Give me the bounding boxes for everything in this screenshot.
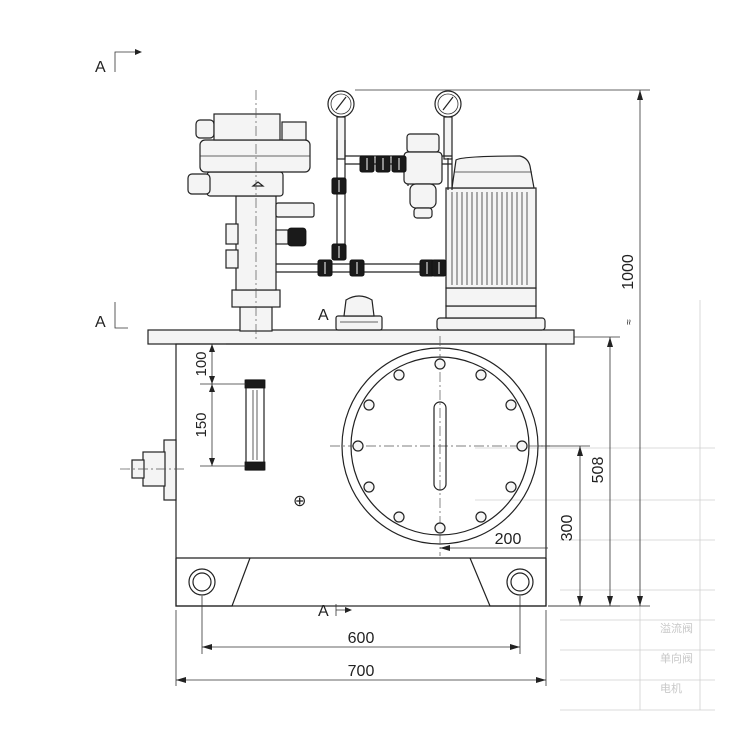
cleanout-flange [330,336,550,556]
dimension-approx-symbol: ≈ [624,319,635,325]
pressure-gauge-left [327,90,355,160]
dimension-sight-glass-top: 100 [193,351,210,376]
section-marker-bottom: A [318,603,352,620]
flange-bolt [393,511,405,523]
foot-bolt-hole-right [506,568,534,596]
tank-foot-left [175,557,251,607]
flange-bolt [393,369,405,381]
valve-stack [187,90,315,340]
flange-bolt [363,481,375,493]
section-letter: A [95,59,106,76]
adjustment-knob-icon [287,227,307,247]
flange-bolt [505,481,517,493]
flange-sight-slot [433,401,447,491]
filler-breather-cap [335,295,383,331]
tank-body [175,343,547,607]
flange-bolt [475,511,487,523]
oil-level-sight-glass [244,379,266,471]
section-letter: A [318,603,329,620]
tank-foot-right [469,557,547,607]
dimension-flange-center-height: 300 [559,515,576,542]
parts-table-cell: 单向阀 [660,651,693,665]
section-marker-top-cover: A [318,307,329,324]
flange-bolt [363,399,375,411]
dimension-tank-height: 508 [590,457,607,484]
flange-bolt [505,399,517,411]
pipe-fittings [317,155,447,277]
motor-body [445,187,537,289]
electric-motor [436,155,546,331]
pressure-gauge-right [434,90,462,160]
air-filter [403,133,443,219]
drain-marker: ⊕ [293,493,306,510]
dimension-flange-radius: 200 [495,531,522,548]
motor-cooling-fins [451,192,528,285]
parts-table-cell: 电机 [660,681,682,695]
dimension-sight-glass-length: 150 [193,412,210,437]
dimension-total-height: 1000 [620,254,637,290]
side-drain-plug [120,439,185,501]
flange-bolt-circle [352,358,528,534]
flange-bolt [475,369,487,381]
motor-base-flange [436,317,546,331]
dimension-foot-span: 600 [348,630,375,647]
section-letter: A [95,314,106,331]
flange-bolt [352,440,364,452]
tank-cover-plate [147,329,575,345]
flange-bolt [434,522,446,534]
dimension-lines [175,89,650,686]
flange-bolt [434,358,446,370]
background-parts-table: 溢流阀 单向阀 电机 [475,300,715,711]
section-marker-top-left: A [95,49,142,76]
foot-bolt-hole-left [188,568,216,596]
dimension-width-overall: 700 [348,663,375,680]
parts-table-cell: 溢流阀 [660,621,693,635]
flange-bolt [516,440,528,452]
section-marker-mid-left: A [95,302,128,331]
